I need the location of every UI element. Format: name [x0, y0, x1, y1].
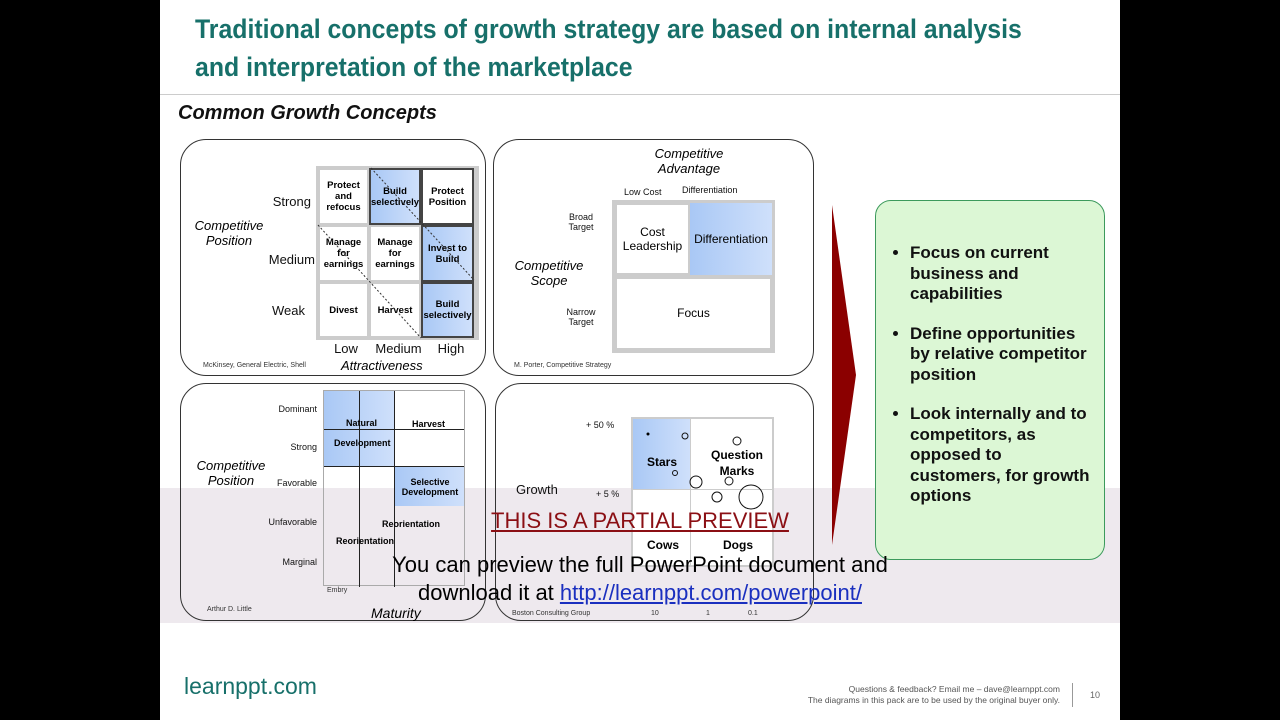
- adl-x-axis: Maturity: [371, 605, 421, 621]
- diagonal-lines: [317, 167, 475, 339]
- bcg-cell-cows: Cows: [647, 538, 680, 552]
- bullet-item: Focus on current business and capabiliti…: [910, 243, 1090, 305]
- row-label: Weak: [272, 303, 305, 318]
- col-label: High: [437, 341, 465, 356]
- porter-cell: Differentiation: [690, 203, 772, 275]
- y-tick: + 50 %: [586, 420, 615, 430]
- ge-cell: Manage for earnings: [369, 225, 421, 282]
- porter-x-axis: Competitive Advantage: [654, 146, 724, 176]
- col-label: Low: [334, 341, 358, 356]
- bcg-cell-question-marks: Question Marks: [710, 448, 763, 478]
- bcg-highlight: [633, 419, 690, 489]
- ge-cell: Invest to Build: [421, 225, 474, 282]
- row-label: Unfavorable: [268, 517, 317, 527]
- slide: Traditional concepts of growth strategy …: [160, 0, 1120, 720]
- source-note: McKinsey, General Electric, Shell: [203, 362, 306, 369]
- arrow-right-icon: [832, 205, 856, 545]
- adl-cell: Natural Development: [334, 418, 391, 448]
- bcg-cell-stars: Stars: [647, 455, 678, 469]
- adl-cell: Harvest: [412, 419, 446, 429]
- preview-heading: THIS IS A PARTIAL PREVIEW: [491, 508, 789, 533]
- adl-grid: Natural Development Harvest Selective De…: [323, 390, 465, 587]
- ge-cell: Build selectively: [369, 168, 421, 225]
- divider: [160, 94, 1120, 95]
- preview-line: download it at: [418, 580, 560, 605]
- preview-message: download it at http://learnppt.com/power…: [418, 579, 862, 607]
- porter-grid: Cost Leadership Differentiation Focus: [612, 200, 775, 353]
- bcg-panel: + 50 % Growth + 5 % Stars Question Marks…: [495, 383, 814, 621]
- adl-y-axis: Competitive Position: [196, 458, 266, 488]
- adl-cell: Reorientation: [336, 536, 395, 546]
- y-tick: + 5 %: [596, 489, 620, 499]
- ge-cell: Harvest: [369, 282, 421, 338]
- bullet-item: Look internally and to competitors, as o…: [910, 404, 1090, 507]
- adl-cell: Reorientation: [382, 519, 441, 529]
- row-label: Favorable: [276, 478, 317, 488]
- footer-line: Questions & feedback? Email me – dave@le…: [848, 684, 1060, 694]
- ge-x-axis: Attractiveness: [341, 358, 423, 373]
- row-label: Marginal: [282, 557, 317, 567]
- adl-panel: Competitive Position Dominant Strong Fav…: [180, 383, 486, 621]
- source-note: M. Porter, Competitive Strategy: [514, 362, 612, 369]
- preview-line: You can preview the full PowerPoint docu…: [392, 552, 888, 577]
- source-note: Arthur D. Little: [207, 606, 252, 613]
- porter-panel: Competitive Advantage Low Cost Different…: [493, 139, 814, 376]
- x-tick: 1: [706, 610, 710, 617]
- col-label: Low Cost: [624, 187, 662, 197]
- porter-cell: Focus: [615, 277, 772, 350]
- row-label: Broad Target: [568, 212, 594, 232]
- row-label: Dominant: [278, 404, 317, 414]
- bcg-cell-dogs: Dogs: [723, 538, 753, 552]
- ge-cell: Divest: [318, 282, 369, 338]
- adl-cell: Selective Development: [401, 477, 459, 497]
- logo: learnppt.com: [184, 673, 317, 699]
- source-note: Boston Consulting Group: [512, 610, 591, 617]
- bcg-grid: Stars Question Marks Cows Dogs: [631, 417, 774, 567]
- adl-highlight: [394, 466, 464, 506]
- ge-matrix-panel: Competitive Position Strong Medium Weak …: [180, 139, 486, 376]
- ge-y-axis: Competitive Position: [194, 218, 264, 248]
- ge-cell: Protect and refocus: [318, 168, 369, 225]
- page-number: 10: [1090, 690, 1101, 700]
- preview-link[interactable]: http://learnppt.com/powerpoint/: [559, 580, 862, 605]
- row-label: Narrow Target: [566, 307, 596, 327]
- row-label: Strong: [272, 194, 311, 209]
- x-label: Embry: [327, 587, 348, 594]
- x-tick: 0.1: [748, 610, 758, 617]
- porter-y-axis: Competitive Scope: [514, 258, 584, 288]
- footer-line: The diagrams in this pack are to be used…: [807, 695, 1060, 705]
- col-label: Medium: [375, 341, 422, 356]
- ge-cell: Manage for earnings: [318, 225, 369, 282]
- bullet-item: Define opportunities by relative competi…: [910, 324, 1090, 386]
- ge-cell: Protect Position: [421, 168, 474, 225]
- summary-box: Focus on current business and capabiliti…: [875, 200, 1105, 560]
- bcg-bubbles: [646, 432, 764, 510]
- footer-divider: [1072, 683, 1073, 707]
- porter-cell: Cost Leadership: [615, 203, 690, 275]
- x-tick: 10: [651, 610, 659, 617]
- ge-grid: Protect and refocus Build selectively Pr…: [316, 166, 479, 340]
- slide-title: Traditional concepts of growth strategy …: [195, 14, 1022, 82]
- section-subtitle: Common Growth Concepts: [178, 102, 437, 124]
- row-label: Strong: [290, 442, 317, 452]
- row-label: Medium: [268, 252, 315, 267]
- bcg-y-axis: Growth: [516, 482, 558, 497]
- footer-note: Questions & feedback? Email me – dave@le…: [780, 684, 1060, 706]
- ge-cell: Build selectively: [421, 282, 474, 338]
- col-label: Differentiation: [682, 185, 738, 195]
